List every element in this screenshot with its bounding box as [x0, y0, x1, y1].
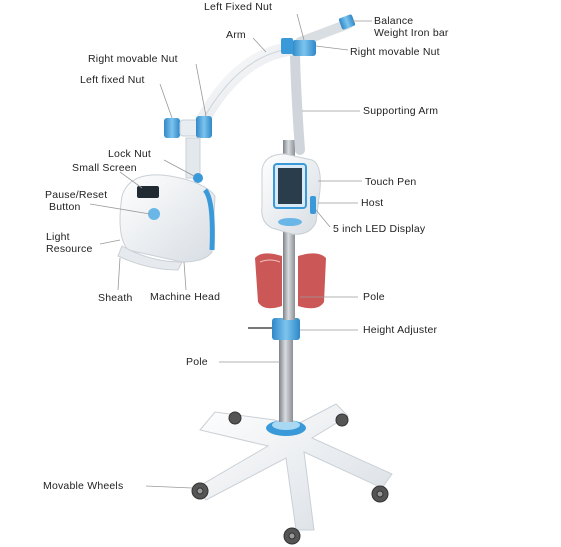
- label-balance-weight-line1: Balance: [374, 15, 414, 27]
- label-left-fixed-nut-top: Left Fixed Nut: [204, 1, 273, 13]
- label-host: Host: [361, 197, 384, 209]
- label-pause-reset-line1: Pause/Reset: [45, 189, 108, 201]
- pause-reset-button: [148, 208, 160, 220]
- red-protective-shield: [255, 253, 326, 309]
- label-pause-reset-line2: Button: [49, 201, 81, 213]
- machine-head: [117, 174, 216, 271]
- label-pole-left: Pole: [186, 356, 208, 368]
- label-left-fixed-nut: Left fixed Nut: [80, 74, 145, 86]
- left-fixed-nut-top: [281, 38, 293, 54]
- left-fixed-nut: [164, 118, 180, 138]
- label-machine-head: Machine Head: [150, 291, 221, 303]
- label-supporting-arm: Supporting Arm: [363, 105, 439, 117]
- label-movable-wheels: Movable Wheels: [43, 480, 124, 492]
- balance-weight: [338, 14, 356, 30]
- label-arm: Arm: [226, 29, 246, 41]
- label-pause-reset: Pause/Reset Button: [45, 189, 135, 213]
- label-5-inch-led-display: 5 inch LED Display: [333, 223, 426, 235]
- right-movable-nut-top: [292, 40, 316, 56]
- supporting-arm: [290, 50, 305, 155]
- label-light-resource-line1: Light: [46, 231, 70, 243]
- sheath: [117, 245, 183, 271]
- arm: [193, 41, 307, 132]
- label-lock-nut: Lock Nut: [108, 148, 152, 160]
- label-right-movable-nut-right: Right movable Nut: [350, 46, 440, 58]
- label-balance-weight-line2: Weight Iron bar: [374, 27, 449, 39]
- height-adjuster: [272, 318, 300, 340]
- right-movable-nut: [196, 116, 212, 138]
- lock-nut: [193, 173, 203, 183]
- small-screen: [137, 186, 159, 198]
- label-balance-weight: Balance Weight Iron bar: [374, 15, 494, 39]
- label-light-resource: Light Resource: [46, 231, 116, 255]
- label-sheath: Sheath: [98, 292, 133, 304]
- label-small-screen: Small Screen: [72, 162, 137, 174]
- host: [261, 153, 321, 235]
- label-pole-right: Pole: [363, 291, 385, 303]
- leader-lines: [89, 13, 372, 489]
- label-light-resource-line2: Resource: [46, 243, 93, 255]
- label-height-adjuster: Height Adjuster: [363, 324, 438, 336]
- label-touch-pen: Touch Pen: [365, 176, 417, 188]
- star-base: [195, 403, 393, 531]
- movable-wheels: [191, 411, 389, 545]
- lower-pole: [279, 340, 293, 422]
- touch-pen: [310, 196, 316, 214]
- label-right-movable-nut-left: Right movable Nut: [88, 53, 178, 65]
